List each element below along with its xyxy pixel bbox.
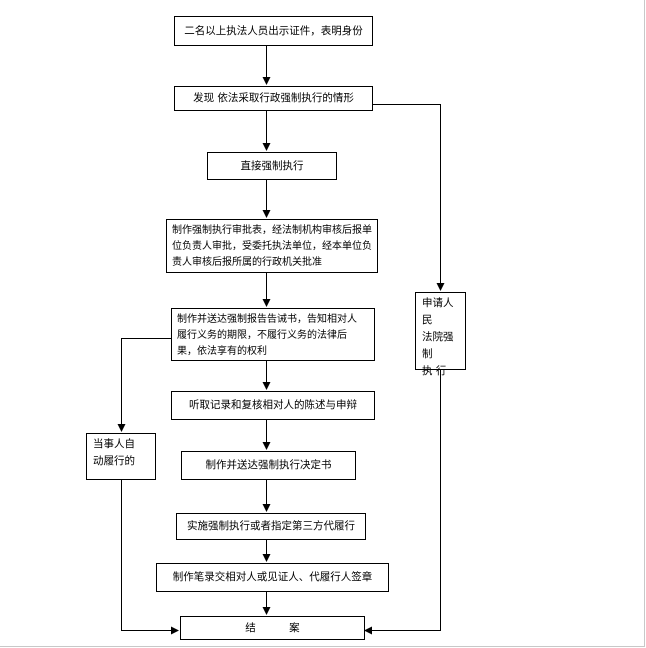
step-hear-statements: 听取记录和复核相对人的陈述与申辩 [171,391,375,420]
step-present-credentials: 二名以上执法人员出示证件，表明身份 [174,16,373,46]
arrow-court-end [364,370,441,635]
branch-apply-court-enforcement: 申请人民 法院强制 执 行 [415,292,466,377]
step-enforcement-decision: 制作并送达强制执行决定书 [181,451,356,480]
arrow-s2-court [373,104,445,291]
step-approval-form: 制作强制执行审批表，经法制机构审核后报单 位负责人审批，受委托执法单位，经本单位… [166,219,378,273]
step-direct-enforcement: 直接强制执行 [207,152,337,180]
step-discover-enforcement-situation: 发现 依法采取行政强制执行的情形 [174,86,373,111]
step-warning-notice: 制作并送达强制报告告诫书，告知相对人 履行义务的期限，不履行义务的法律后 果，依… [171,308,375,361]
branch-party-self-performs: 当事人自 动履行的 [86,433,156,480]
step-case-closed: 结 案 [180,616,365,640]
step-record-signature: 制作笔录交相对人或见证人、代履行人签章 [156,563,389,592]
arrow-s5-self [117,338,171,432]
arrow-self-end [121,480,179,635]
step-implement-enforcement: 实施强制执行或者指定第三方代履行 [176,513,366,540]
